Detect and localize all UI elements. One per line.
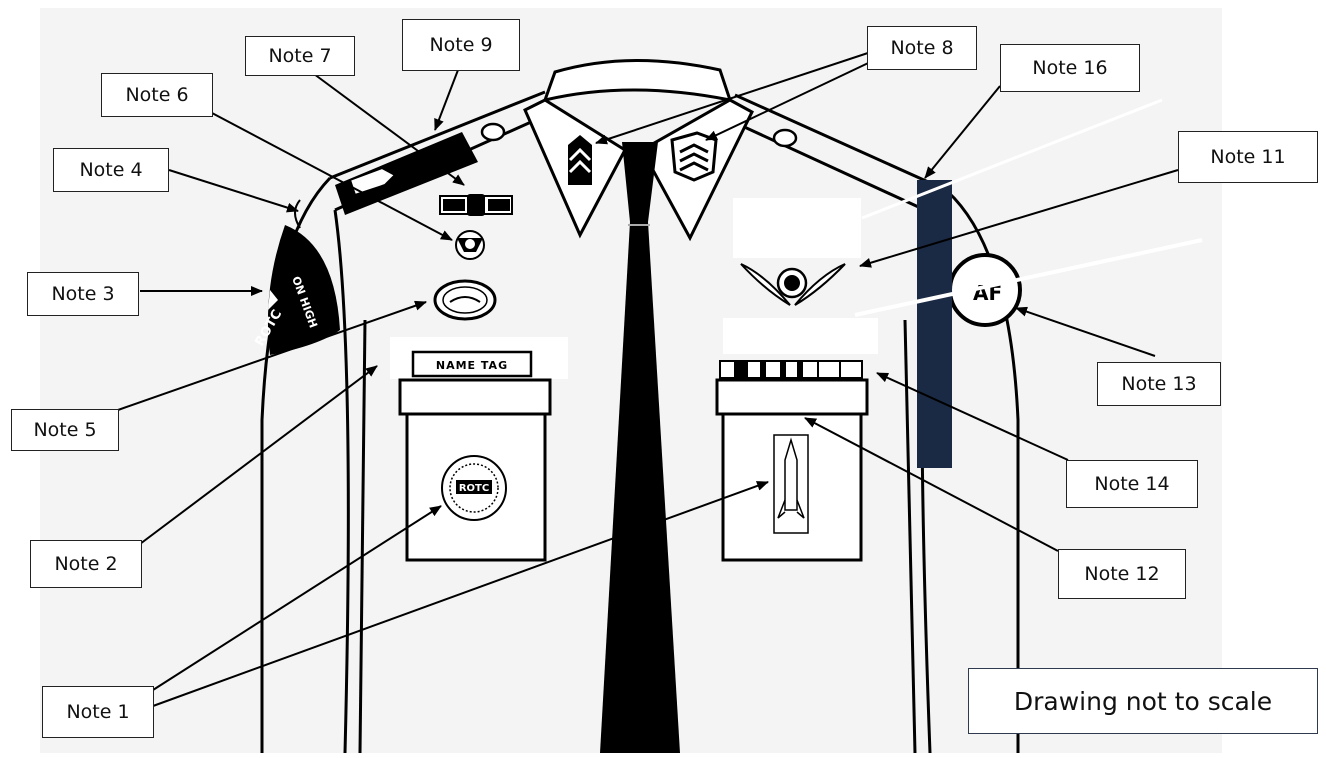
note-11-label: Note 11 bbox=[1178, 131, 1318, 183]
note-13-label: Note 13 bbox=[1097, 362, 1221, 406]
necktie bbox=[600, 142, 680, 753]
shoulder-board bbox=[335, 132, 478, 215]
note-4-label: Note 4 bbox=[53, 148, 169, 192]
note-8-label: Note 8 bbox=[867, 26, 977, 70]
note-16-label: Note 16 bbox=[1000, 44, 1140, 92]
note-7-label: Note 7 bbox=[245, 36, 355, 76]
rotc-emblem-text: ROTC bbox=[459, 483, 489, 494]
oval-badge bbox=[433, 279, 497, 321]
bar-badge bbox=[439, 194, 513, 216]
left-sleeve-patch bbox=[267, 225, 340, 355]
rank-insignia-shoulder bbox=[348, 166, 397, 197]
collar-chevron-left bbox=[568, 135, 592, 185]
note-1-label: Note 1 bbox=[42, 686, 154, 738]
name-tag bbox=[411, 350, 533, 378]
crest-badge bbox=[455, 230, 485, 260]
note-9-label: Note 9 bbox=[402, 19, 520, 71]
note-14-label: Note 14 bbox=[1066, 460, 1198, 508]
epaulet-button-left bbox=[480, 122, 506, 142]
wings-badge bbox=[740, 263, 846, 306]
note-6-label: Note 6 bbox=[101, 73, 213, 117]
note-3-label: Note 3 bbox=[27, 272, 139, 316]
rotc-emblem bbox=[441, 455, 507, 521]
note-12-label: Note 12 bbox=[1058, 549, 1186, 599]
note-5-label: Note 5 bbox=[11, 409, 119, 451]
epaulet-button-right bbox=[772, 128, 798, 148]
note-2-label: Note 2 bbox=[30, 540, 142, 588]
leader-lines bbox=[117, 47, 1179, 707]
rocket-badge bbox=[773, 434, 809, 534]
name-tag-text: NAME TAG bbox=[436, 359, 508, 372]
collar-chevron-right bbox=[670, 131, 718, 182]
aiguillette-bar bbox=[917, 180, 952, 468]
not-to-scale-note: Drawing not to scale bbox=[968, 668, 1318, 734]
ribbon-bar bbox=[719, 360, 863, 379]
left-patch-emblem bbox=[268, 290, 278, 310]
